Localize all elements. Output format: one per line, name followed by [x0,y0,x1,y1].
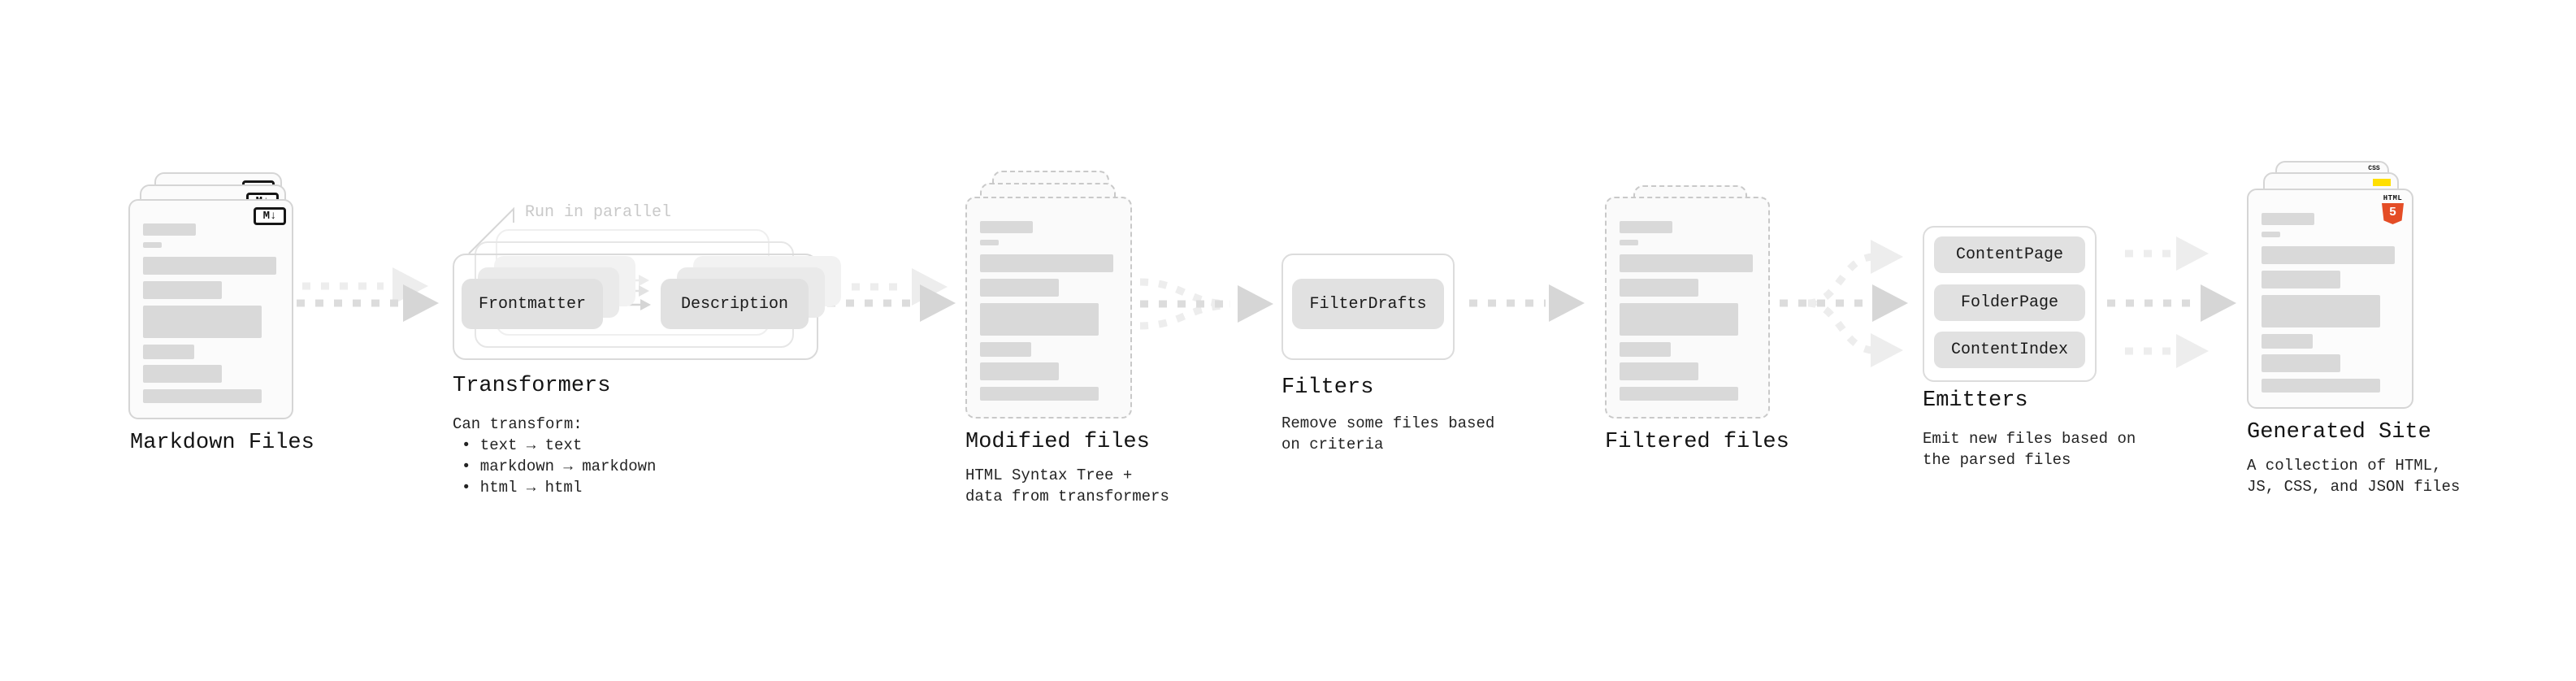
contentpage-pill: ContentPage [1934,236,2085,273]
generated-site-description: A collection of HTML, JS, CSS, and JSON … [2247,457,2461,496]
content-line [1620,342,1671,357]
content-line [2262,232,2280,237]
document-card [965,197,1132,419]
content-line [2262,354,2340,372]
filters-description: Remove some files based on criteria [1281,414,1495,453]
content-line [2262,295,2380,327]
content-line [1620,303,1738,336]
content-line [1620,254,1753,272]
content-line [980,240,999,245]
filterdrafts-pill: FilterDrafts [1292,279,1444,329]
stage-label-filters: Filters [1281,375,1374,400]
arrow-transformers-to-modified [827,268,956,322]
content-line [143,242,162,248]
arrow-filters-to-filtered [1469,284,1585,322]
emitters-description: Emit new files based on the parsed files [1923,430,2136,469]
html5-logo-icon: HTML 5 [2382,195,2404,224]
content-line [2262,379,2380,393]
content-line [143,281,222,299]
content-line [143,365,222,383]
content-line [143,345,194,359]
stage-label-emitters: Emitters [1923,388,2028,413]
document-card: HTML 5 [2247,189,2413,409]
doc-content-lines [1607,198,1768,401]
content-line [1620,362,1698,380]
transformers-description: Can transform: • text → text • markdown … [453,415,657,497]
arrow-modified-to-filters-merge [1139,278,1273,330]
arrow-markdown-to-transformers [297,267,439,322]
folderpage-pill: FolderPage [1934,284,2085,321]
description-pill: Description [661,279,809,329]
doc-content-lines [130,201,292,403]
javascript-logo-icon [2373,179,2391,186]
content-line [143,257,276,275]
content-line [980,254,1113,272]
stage-label-generated-site: Generated Site [2247,420,2431,445]
content-line [980,342,1031,357]
arrow-emitters-to-generated [2107,236,2236,368]
run-in-parallel-leader-line [468,206,514,254]
doc-content-lines [2249,190,2412,393]
contentindex-pill: ContentIndex [1934,332,2085,368]
content-line [980,387,1099,401]
stage-label-markdown-files: Markdown Files [130,431,314,455]
frontmatter-pill: Frontmatter [462,279,603,329]
content-line [980,303,1099,336]
content-line [980,221,1033,233]
content-line [143,306,262,338]
content-line [2262,334,2313,349]
arrow-filtered-to-emitters-split [1780,240,1908,367]
content-line [2262,271,2340,288]
markdown-logo-icon: M↓ [254,207,286,225]
doc-content-lines [967,198,1130,401]
content-line [980,279,1059,297]
content-line [1620,387,1738,401]
content-line [1620,240,1638,245]
content-line [1620,279,1698,297]
content-line [143,223,196,236]
document-card [1605,197,1770,419]
modified-files-description: HTML Syntax Tree + data from transformer… [965,466,1169,505]
content-line [980,362,1059,380]
content-line [143,389,262,403]
stage-label-transformers: Transformers [453,374,611,398]
stage-label-modified-files: Modified files [965,430,1150,454]
content-line [2262,246,2395,264]
stage-label-filtered-files: Filtered files [1605,430,1789,454]
content-line [2262,213,2314,225]
document-card: M↓ [128,199,293,419]
run-in-parallel-note: Run in parallel [525,203,672,222]
content-line [1620,221,1672,233]
